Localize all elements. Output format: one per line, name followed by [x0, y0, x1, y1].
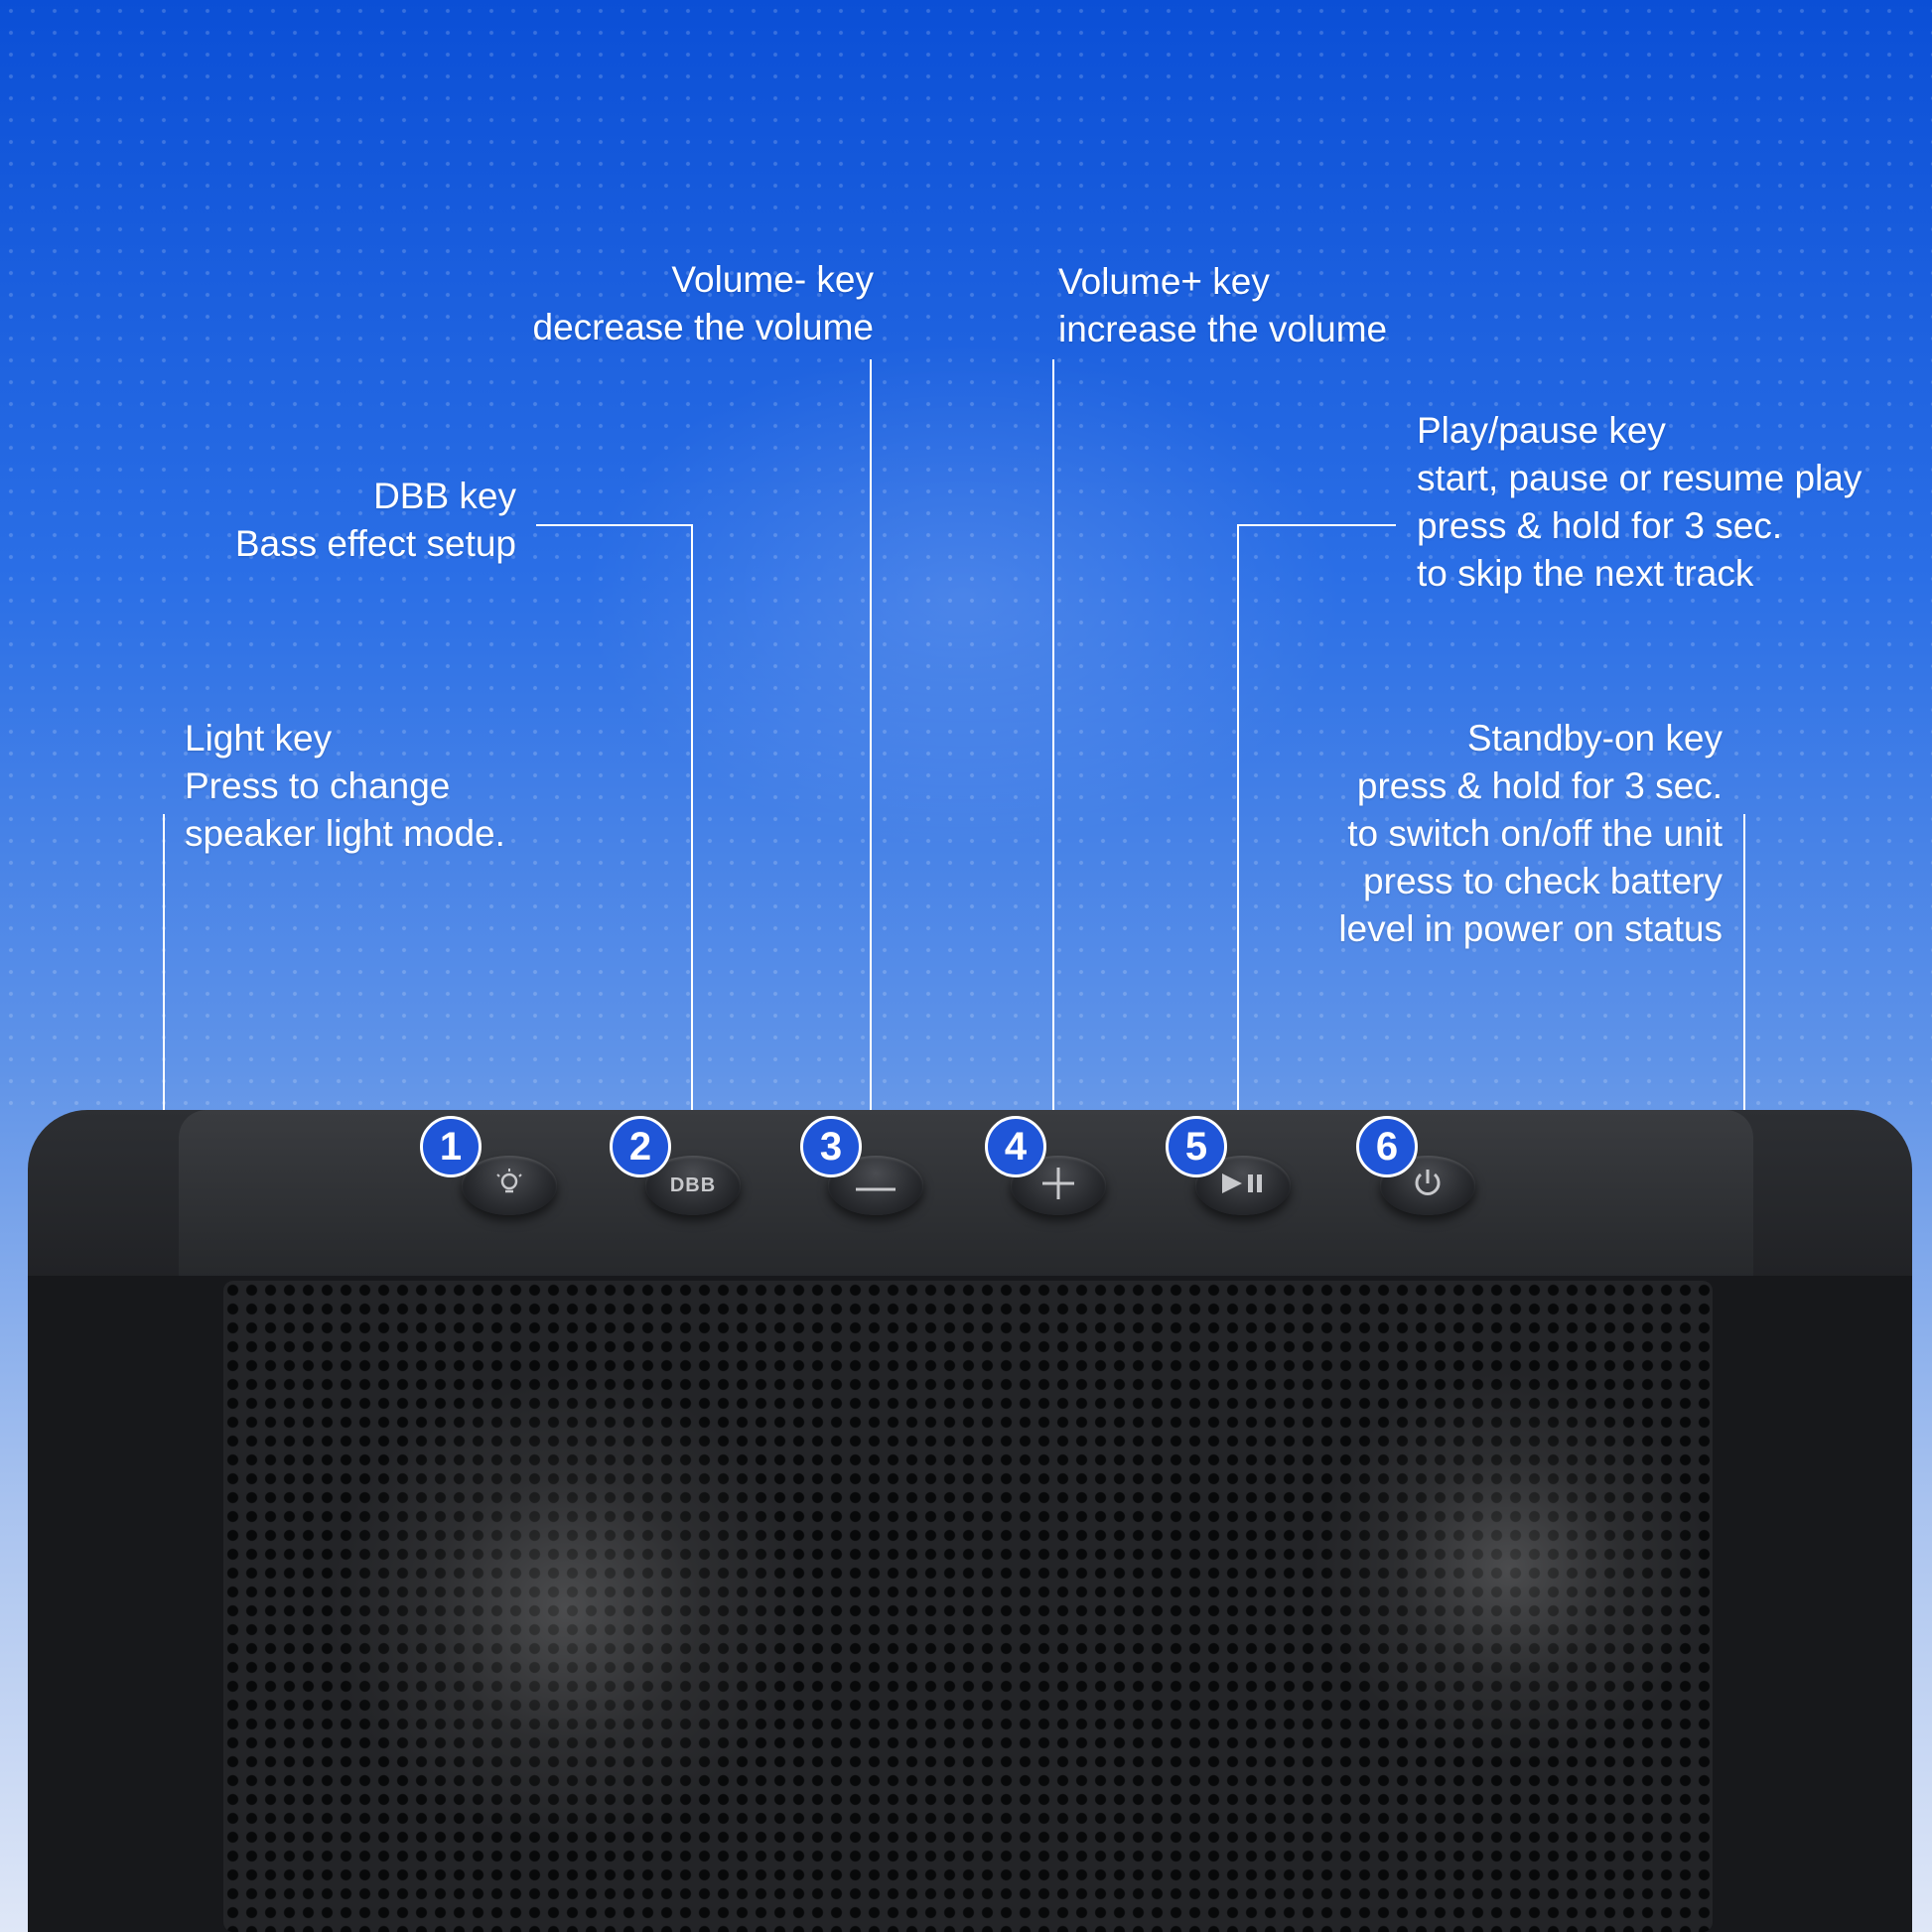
badge-4: 4 [985, 1116, 1046, 1177]
label-title: Play/pause key [1417, 410, 1666, 451]
speaker-grille [223, 1281, 1713, 1932]
badge-5: 5 [1166, 1116, 1227, 1177]
play-pause-icon [1220, 1172, 1266, 1199]
label-description: Bass effect setup [234, 523, 516, 564]
power-icon [1410, 1166, 1446, 1205]
label-description: decrease the volume [532, 307, 874, 347]
label-play-pause: Play/pause key start, pause or resume pl… [1417, 407, 1862, 598]
light-button[interactable] [462, 1156, 557, 1215]
swirl-glow [516, 298, 1410, 894]
bulb-icon [492, 1167, 526, 1204]
woofer-left [328, 1370, 804, 1847]
badge-3: 3 [800, 1116, 862, 1177]
play-pause-button[interactable] [1195, 1156, 1291, 1215]
label-title: Light key [185, 718, 333, 759]
minus-icon [854, 1173, 897, 1198]
leader-line-volume-plus [1052, 359, 1054, 1146]
label-description: to skip the next track [1417, 553, 1754, 594]
leader-line-light [163, 814, 165, 1183]
label-description: speaker light mode. [185, 813, 505, 854]
speaker-top-panel [179, 1110, 1753, 1279]
label-description: level in power on status [1338, 908, 1723, 949]
label-description: press & hold for 3 sec. [1417, 505, 1783, 546]
label-light: Light key Press to change speaker light … [185, 715, 505, 858]
badge-2: 2 [610, 1116, 671, 1177]
label-standby: Standby-on key press & hold for 3 sec. t… [1152, 715, 1723, 953]
leader-line-standby [1743, 814, 1745, 1183]
plus-icon [1038, 1164, 1078, 1207]
leader-line-play-pause [1237, 524, 1396, 526]
badge-6: 6 [1356, 1116, 1418, 1177]
label-description: press & hold for 3 sec. [1356, 765, 1723, 806]
leader-line-dbb [691, 524, 693, 1152]
label-title: Volume+ key [1058, 261, 1270, 302]
label-description: press to check battery [1363, 861, 1723, 901]
label-description: to switch on/off the unit [1347, 813, 1723, 854]
leader-line-play-pause [1237, 524, 1239, 1152]
label-description: increase the volume [1058, 309, 1388, 349]
label-volume-minus: Volume- key decrease the volume [437, 256, 874, 351]
dbb-icon-text: DBB [669, 1174, 717, 1196]
leader-line-volume-minus [870, 359, 872, 1146]
label-volume-plus: Volume+ key increase the volume [1058, 258, 1387, 353]
label-title: Standby-on key [1466, 718, 1723, 759]
label-description: Press to change [185, 765, 451, 806]
label-title: DBB key [373, 476, 516, 516]
badge-1: 1 [420, 1116, 482, 1177]
leader-line-dbb [536, 524, 693, 526]
label-title: Volume- key [671, 259, 874, 300]
label-dbb: DBB key Bass effect setup [159, 473, 516, 568]
label-description: start, pause or resume play [1417, 458, 1863, 498]
dot-pattern-background [0, 0, 1932, 1112]
woofer-right [1311, 1370, 1708, 1767]
